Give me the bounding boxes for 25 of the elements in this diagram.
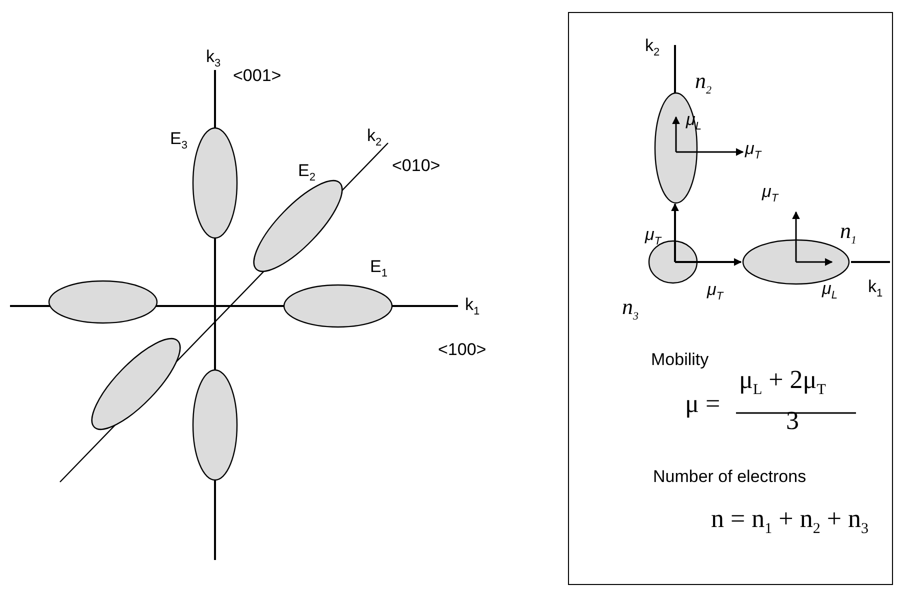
mobility-label: μ$_{T}$	[645, 226, 662, 248]
heading-text: Mobility	[651, 351, 709, 368]
direction-label: <100>	[438, 341, 486, 358]
direction-label: <001>	[233, 67, 282, 84]
formula-text: n = n$_{1}$ + n$_{2}$ + n$_{3}$	[711, 506, 869, 538]
formula-panel	[568, 12, 893, 585]
axis-label: k$_{2}$	[367, 127, 382, 148]
mobility-label: μ$_{T}$	[745, 140, 762, 162]
mobility-label: μ$_{T}$	[762, 183, 778, 204]
heading-text: Number of electrons	[653, 468, 806, 485]
mobility-label: μ$_{L}$	[822, 280, 838, 302]
energy-label: E$_{3}$	[170, 130, 188, 152]
energy-label: E$_{1}$	[370, 258, 388, 280]
electron-count-label: n$_{3}$	[622, 296, 638, 322]
axis-label: k$_{3}$	[206, 48, 221, 70]
mobility-label: μ$_{T}$	[707, 281, 724, 302]
axis-label: k$_{1}$	[868, 278, 883, 300]
formula-numerator: μ$_{L}$ + 2μ$_{T}$	[739, 367, 826, 398]
formula-text: μ =	[685, 391, 720, 417]
electron-count-label: n$_{1}$	[840, 220, 856, 246]
axis-label: k$_{2}$	[645, 37, 660, 58]
energy-label: E$_{2}$	[298, 162, 316, 184]
electron-count-label: n$_{2}$	[695, 70, 712, 96]
direction-label: <010>	[392, 157, 440, 174]
axis-label: k$_{1}$	[465, 296, 480, 318]
